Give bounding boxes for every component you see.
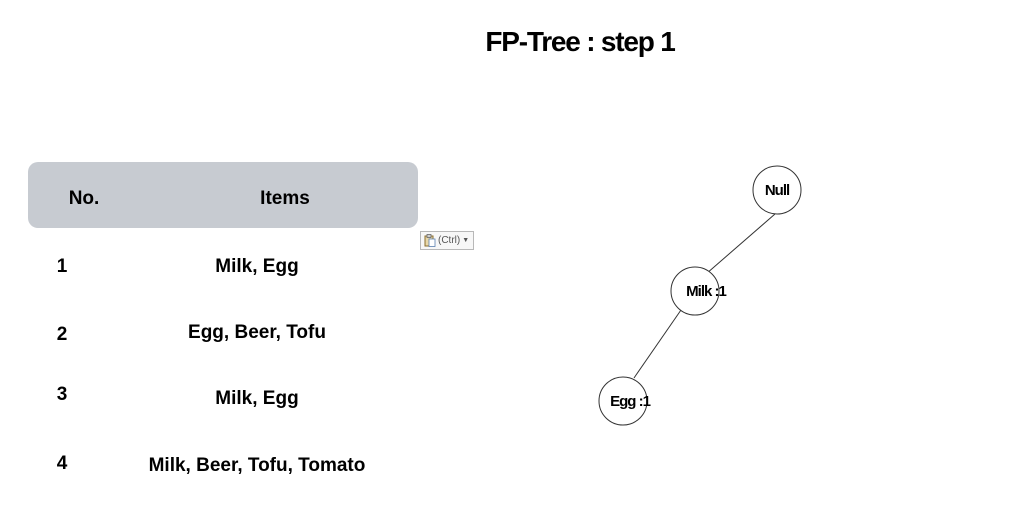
paste-options-button[interactable]: (Ctrl) ▼ bbox=[420, 231, 475, 250]
node-egg-label: Egg :1 bbox=[610, 393, 650, 410]
table-row: 2 Egg, Beer, Tofu bbox=[28, 322, 418, 352]
edge-milk-egg bbox=[633, 309, 682, 379]
row-no: 3 bbox=[56, 384, 68, 405]
node-milk: Milk :1 bbox=[670, 266, 727, 316]
edge-null-milk bbox=[705, 213, 776, 275]
row-items: Milk, Beer, Tofu, Tomato bbox=[148, 455, 366, 476]
table-row: 1 Milk, Egg bbox=[28, 256, 418, 286]
node-milk-label: Milk :1 bbox=[686, 283, 726, 300]
row-items: Egg, Beer, Tofu bbox=[188, 322, 326, 343]
header-items: Items bbox=[260, 188, 310, 209]
table-row: 3 Milk, Egg bbox=[28, 384, 418, 414]
header-no: No. bbox=[68, 188, 100, 209]
table-header: No. Items bbox=[28, 162, 418, 228]
paste-options-label: (Ctrl) bbox=[438, 235, 461, 246]
node-egg: Egg :1 bbox=[598, 376, 652, 426]
row-no: 4 bbox=[56, 453, 68, 474]
table-row: 4 Milk, Beer, Tofu, Tomato bbox=[28, 453, 418, 483]
clipboard-icon bbox=[424, 234, 436, 247]
row-no: 2 bbox=[56, 324, 68, 345]
node-null-label: Null bbox=[765, 182, 790, 199]
row-items: Milk, Egg bbox=[215, 388, 299, 409]
chevron-down-icon: ▼ bbox=[462, 237, 470, 244]
row-no: 1 bbox=[56, 256, 68, 277]
row-items: Milk, Egg bbox=[215, 256, 299, 277]
node-null: Null bbox=[752, 165, 802, 215]
slide-title: FP-Tree : step 1 bbox=[485, 26, 676, 57]
